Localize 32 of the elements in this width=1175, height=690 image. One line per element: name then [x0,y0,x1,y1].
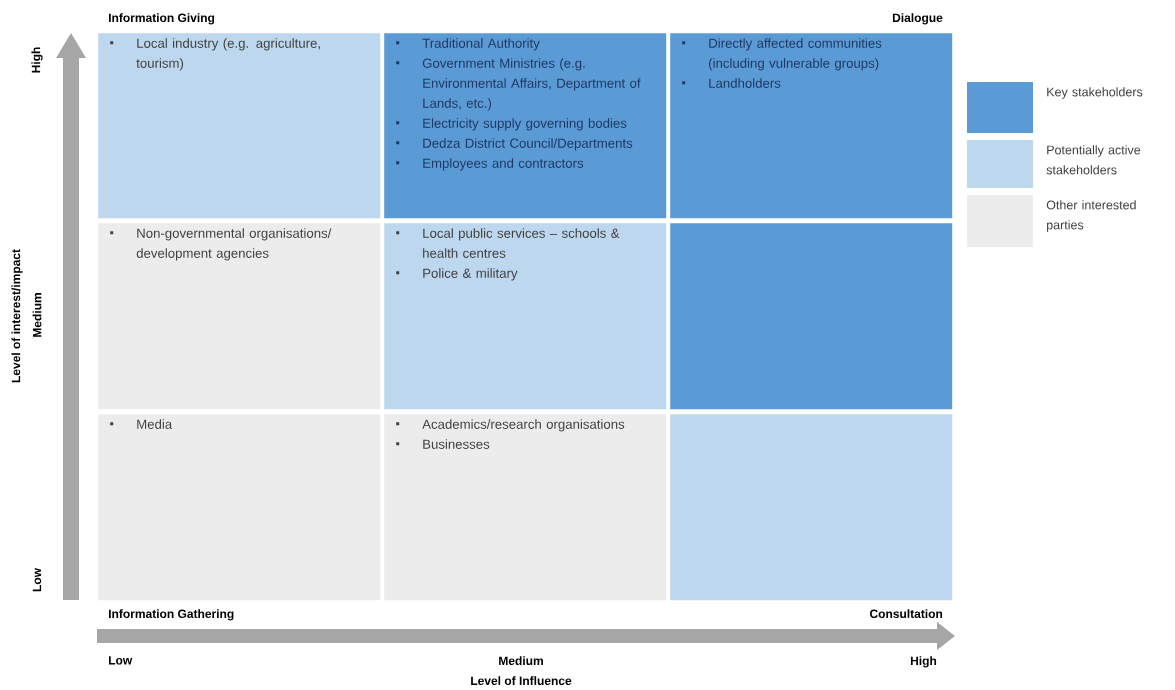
legend-label: Other interested parties [1046,200,1136,232]
matrix-cell [670,33,953,219]
bullet-list: Local industry (e.g. agriculture, tourism) [110,38,320,71]
node-label: Electricity supply governing bodies [423,118,627,131]
axis-tick-label: Medium [499,656,543,665]
axis-tick-label: Low [109,656,133,665]
node-label: Government Ministries (e.g. Environmental Affairs, Department of Lands, etc.) [422,58,641,111]
node-label: Employees and contractors [423,158,584,171]
empty-cell [670,414,953,601]
bullet-list: Local public services – schools & health centres Police & military [396,228,620,281]
matrix-cell [384,414,667,601]
bullet-list: Non-governmental organisations/ development agencies [110,228,332,261]
legend-label: Key stakeholders [1047,87,1143,99]
matrix-cell [98,414,381,601]
matrix-cell [98,223,381,410]
matrix-cell [384,33,667,219]
axis-title: Level of interest/impact [11,249,23,383]
axis-tick-label: Low [32,567,42,592]
legend-label: Potentially active stakeholders [1046,145,1141,175]
node-label: Dedza District Council/Departments [423,138,633,151]
axis-title: Level of Influence [471,676,572,685]
empty-cell [670,223,953,410]
axis-tick-label: High [31,47,43,73]
bullet-list: Academics/research organisations Businesses [396,419,625,449]
matrix-cell [384,223,667,410]
bullet-list: Traditional Authority Government Ministries (e.g. Environmental Affairs, Department of Lands, etc.) Electricity supply governing bodies Dedza District Council/Departments Employees and contractors [396,38,641,171]
bullet-list: Directly affected communities (including vulnerable groups) Landholders [682,38,882,88]
axis-tick-label: High [910,656,937,668]
bullet-list: Media [110,419,173,429]
node-label: Traditional Authority [422,38,540,51]
axis-tick-label: Medium [32,293,42,337]
matrix-cell [98,33,381,219]
